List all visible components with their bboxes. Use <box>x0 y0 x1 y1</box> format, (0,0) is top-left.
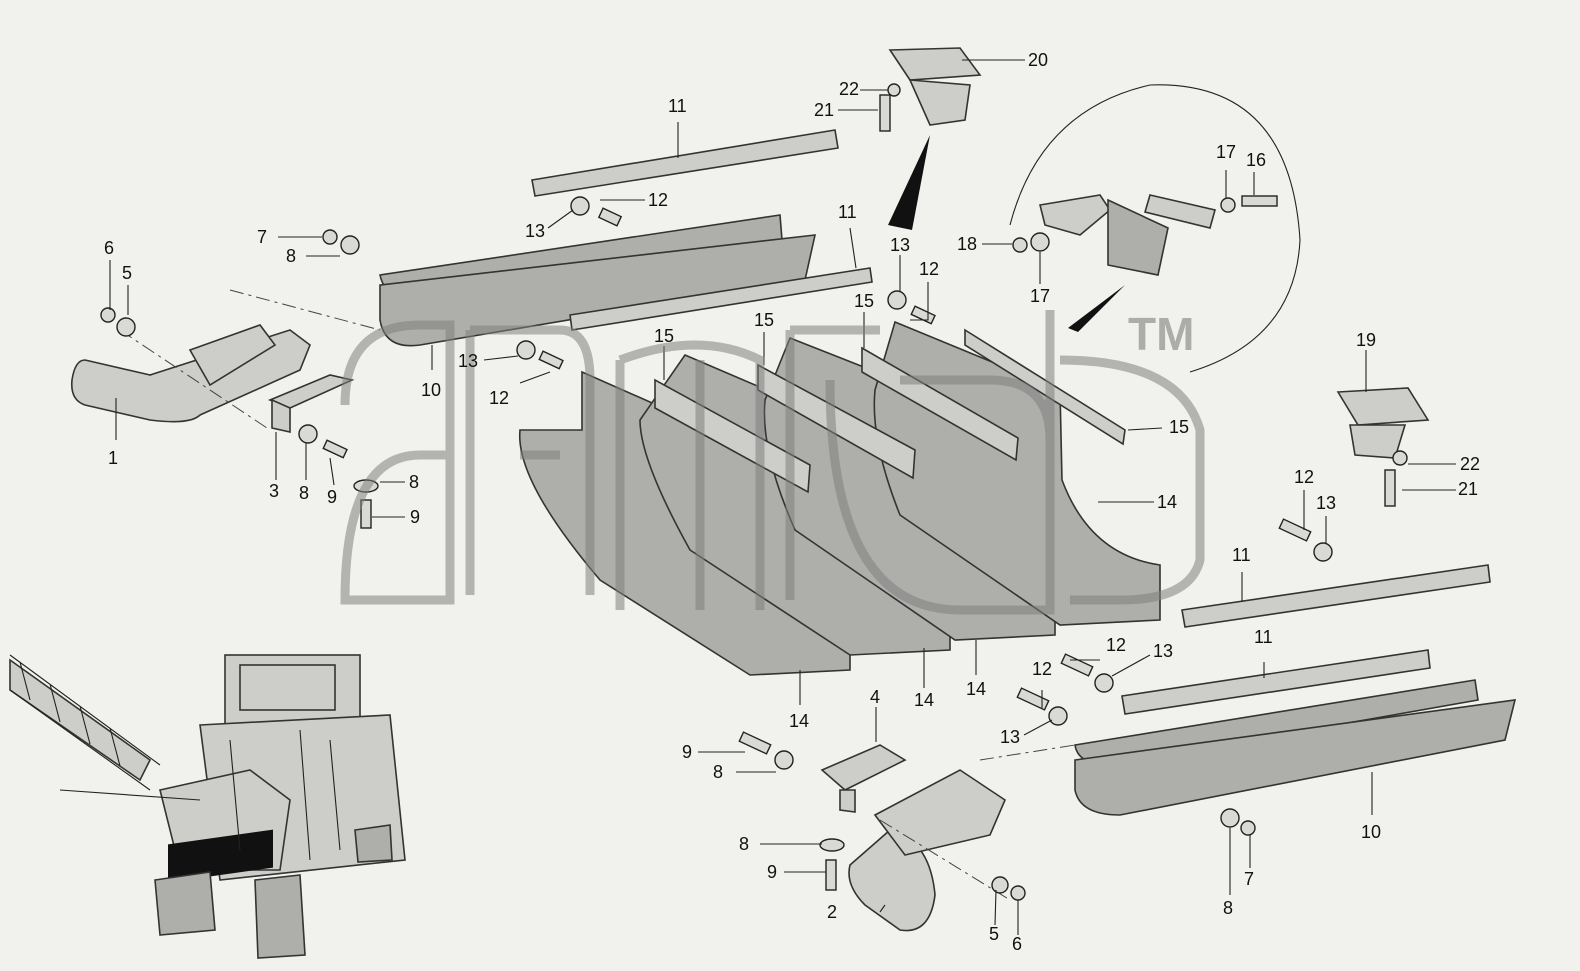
callout-8: 8 <box>713 762 723 782</box>
callout-11: 11 <box>1232 545 1251 565</box>
detail-view-circle <box>1009 84 1301 373</box>
callout-14: 14 <box>1157 492 1177 512</box>
bracket-part-20 <box>888 47 982 230</box>
curtain-plates-part-14 <box>518 320 1161 676</box>
callout-21: 21 <box>814 100 834 120</box>
callout-9: 9 <box>767 862 777 882</box>
callout-12: 12 <box>1106 635 1126 655</box>
callout-17: 17 <box>1216 142 1236 162</box>
watermark-tm: TM <box>1128 308 1194 360</box>
callout-4: 4 <box>870 687 880 707</box>
callout-19: 19 <box>1356 330 1376 350</box>
watermark-logo: TM <box>340 308 1205 615</box>
callout-20: 20 <box>1028 50 1048 70</box>
callout-2: 2 <box>827 902 837 922</box>
callout-15: 15 <box>854 291 874 311</box>
callout-14: 14 <box>789 711 809 731</box>
callout-8: 8 <box>409 472 419 492</box>
bracket-part-19 <box>1336 387 1430 459</box>
callout-12: 12 <box>1294 467 1314 487</box>
callout-13: 13 <box>1000 727 1020 747</box>
callout-13: 13 <box>890 235 910 255</box>
leader-lines <box>109 59 1456 935</box>
right-side-hood-assembly <box>820 744 1076 932</box>
callout-8: 8 <box>299 483 309 503</box>
right-trough-part-10 <box>1074 564 1517 816</box>
callout-1: 1 <box>108 448 118 468</box>
callout-13: 13 <box>458 351 478 371</box>
callout-11: 11 <box>668 96 687 116</box>
callout-22: 22 <box>839 79 859 99</box>
callout-15: 15 <box>1169 417 1189 437</box>
callout-11: 11 <box>1254 627 1273 647</box>
callout-13: 13 <box>1153 641 1173 661</box>
callout-14: 14 <box>914 690 934 710</box>
callout-9: 9 <box>682 742 692 762</box>
callout-9: 9 <box>410 507 420 527</box>
callout-8: 8 <box>1223 898 1233 918</box>
callout-18: 18 <box>957 234 977 254</box>
callout-6: 6 <box>1012 934 1022 954</box>
callout-15: 15 <box>754 310 774 330</box>
callout-22: 22 <box>1460 454 1480 474</box>
callout-11: 11 <box>838 202 857 222</box>
callout-3: 3 <box>269 481 279 501</box>
left-trough-part-10 <box>379 129 873 347</box>
callout-5: 5 <box>989 924 999 944</box>
callout-9: 9 <box>327 487 337 507</box>
callout-12: 12 <box>919 259 939 279</box>
machine-overview-image <box>9 654 406 959</box>
callout-12: 12 <box>489 388 509 408</box>
callout-8: 8 <box>739 834 749 854</box>
callout-13: 13 <box>525 221 545 241</box>
callout-8: 8 <box>286 246 296 266</box>
callout-12: 12 <box>1032 659 1052 679</box>
callout-12: 12 <box>648 190 668 210</box>
callout-16: 16 <box>1246 150 1266 170</box>
callout-7: 7 <box>257 227 267 247</box>
callout-14: 14 <box>966 679 986 699</box>
left-side-hood-assembly <box>70 289 381 433</box>
callout-10: 10 <box>1361 822 1381 842</box>
callout-21: 21 <box>1458 479 1478 499</box>
callout-6: 6 <box>104 238 114 258</box>
callout-17: 17 <box>1030 286 1050 306</box>
callout-15: 15 <box>654 326 674 346</box>
callout-10: 10 <box>421 380 441 400</box>
callout-5: 5 <box>122 263 132 283</box>
callout-labels: 1 2 3 4 5 5 6 6 7 7 8 8 8 8 8 8 9 9 9 9 … <box>104 50 1480 954</box>
callout-13: 13 <box>1316 493 1336 513</box>
callout-7: 7 <box>1244 869 1254 889</box>
